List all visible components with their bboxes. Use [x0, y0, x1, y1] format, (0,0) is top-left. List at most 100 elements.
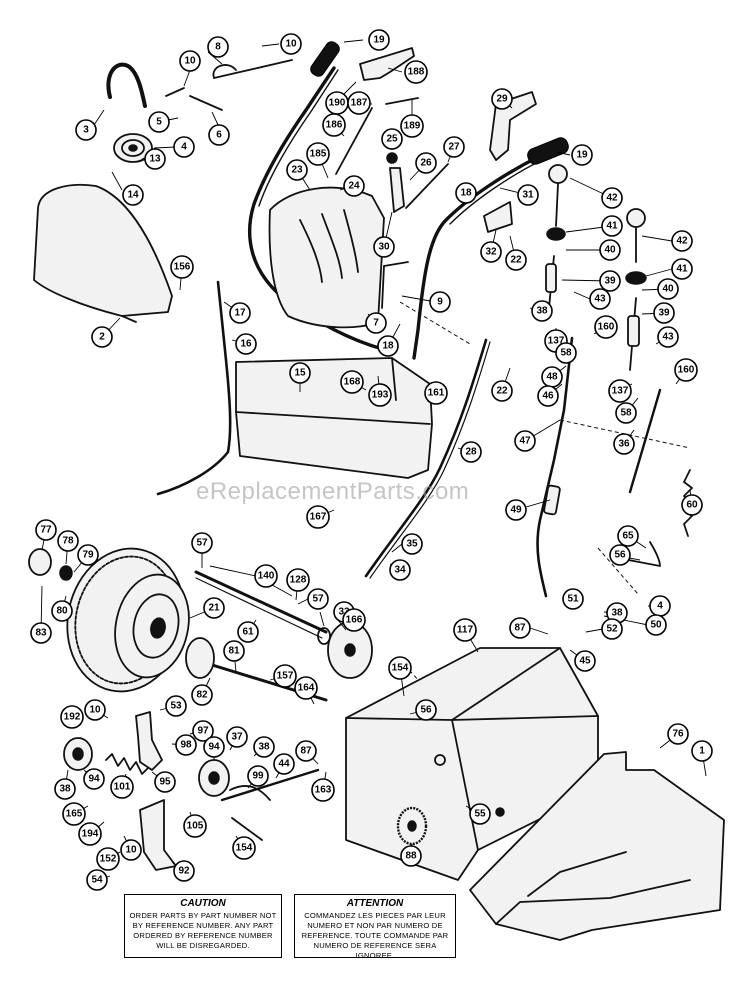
callout: 165: [62, 802, 86, 826]
callout: 6: [208, 124, 230, 146]
bottom-pan: [469, 751, 725, 941]
svg-text:60: 60: [686, 500, 698, 511]
callout: 94: [203, 736, 225, 758]
callout: 154: [388, 656, 412, 680]
svg-text:3: 3: [83, 125, 89, 136]
svg-text:27: 27: [448, 142, 460, 153]
svg-text:5: 5: [156, 117, 162, 128]
svg-text:79: 79: [82, 550, 94, 561]
callout: 36: [613, 433, 635, 455]
callout: 23: [286, 159, 308, 181]
callout: 39: [599, 270, 621, 292]
svg-text:192: 192: [64, 712, 81, 723]
svg-text:21: 21: [208, 603, 220, 614]
callout: 10: [280, 33, 302, 55]
svg-text:10: 10: [125, 845, 137, 856]
svg-text:10: 10: [285, 39, 297, 50]
svg-text:168: 168: [344, 377, 361, 388]
callout: 80: [51, 600, 73, 622]
svg-text:22: 22: [510, 255, 522, 266]
control-console: [268, 186, 385, 329]
callout: 78: [57, 530, 79, 552]
callout: 88: [400, 845, 422, 867]
callout: 8: [207, 36, 229, 58]
svg-text:10: 10: [184, 56, 196, 67]
svg-text:186: 186: [326, 120, 343, 131]
svg-text:26: 26: [420, 158, 432, 169]
svg-text:40: 40: [604, 245, 616, 256]
svg-text:164: 164: [298, 683, 315, 694]
callout: 57: [191, 532, 213, 554]
callout: 45: [574, 650, 596, 672]
part-drawings: [28, 41, 725, 941]
callout: 30: [373, 236, 395, 258]
svg-text:188: 188: [408, 67, 425, 78]
callout: 4: [649, 595, 671, 617]
callout: 61: [237, 621, 259, 643]
callout: 57: [307, 588, 329, 610]
callout: 87: [509, 617, 531, 639]
svg-text:30: 30: [378, 242, 390, 253]
callout: 58: [615, 402, 637, 424]
svg-text:32: 32: [485, 247, 497, 258]
svg-text:42: 42: [676, 236, 688, 247]
callout: 189: [400, 114, 424, 138]
callout: 99: [247, 765, 269, 787]
svg-text:52: 52: [606, 624, 618, 635]
svg-text:8: 8: [215, 42, 221, 53]
callout: 87: [295, 740, 317, 762]
svg-text:154: 154: [392, 663, 409, 674]
callout: 168: [340, 370, 364, 394]
svg-text:53: 53: [170, 701, 182, 712]
svg-text:10: 10: [89, 705, 101, 716]
svg-text:94: 94: [208, 742, 220, 753]
svg-text:77: 77: [40, 525, 52, 536]
svg-text:101: 101: [114, 782, 131, 793]
attention-note: ATTENTION COMMANDEZ LES PIECES PAR LEUR …: [294, 894, 456, 960]
right-handle: [412, 154, 542, 360]
svg-text:48: 48: [546, 372, 558, 383]
callout: 137: [608, 379, 632, 403]
engine-pulley: [113, 133, 153, 163]
svg-text:39: 39: [658, 308, 670, 319]
svg-text:189: 189: [404, 121, 421, 132]
svg-text:82: 82: [196, 690, 208, 701]
callout: 7: [365, 312, 387, 334]
svg-text:39: 39: [604, 276, 616, 287]
callout: 79: [77, 544, 99, 566]
callout: 34: [389, 559, 411, 581]
svg-text:43: 43: [662, 332, 674, 343]
callout: 38: [253, 736, 275, 758]
svg-text:31: 31: [522, 190, 534, 201]
callout: 19: [368, 29, 390, 51]
callout: 41: [671, 258, 693, 280]
callout: 3: [75, 119, 97, 141]
callout: 58: [555, 342, 577, 364]
svg-text:137: 137: [612, 386, 629, 397]
watermark: eReplacementParts.com: [196, 478, 470, 505]
svg-text:38: 38: [59, 784, 71, 795]
svg-text:156: 156: [174, 262, 191, 273]
svg-text:6: 6: [216, 130, 222, 141]
svg-text:166: 166: [346, 615, 363, 626]
svg-text:51: 51: [567, 594, 579, 605]
callout: 10: [84, 699, 106, 721]
svg-text:49: 49: [510, 505, 522, 516]
callout: 5: [148, 111, 170, 133]
drive-belt: [106, 62, 147, 108]
svg-text:78: 78: [62, 536, 74, 547]
callout: 128: [286, 568, 310, 592]
svg-text:58: 58: [620, 408, 632, 419]
svg-text:25: 25: [386, 134, 398, 145]
shift-lever-assembly-2: [625, 208, 647, 371]
callout: 51: [562, 588, 584, 610]
callout: 65: [617, 525, 639, 547]
svg-text:154: 154: [236, 843, 253, 854]
svg-text:94: 94: [88, 774, 100, 785]
svg-text:194: 194: [82, 829, 99, 840]
svg-text:18: 18: [460, 188, 472, 199]
callout: 83: [30, 622, 52, 644]
svg-text:167: 167: [310, 512, 327, 523]
callout: 22: [491, 380, 513, 402]
callout: 188: [404, 60, 428, 84]
